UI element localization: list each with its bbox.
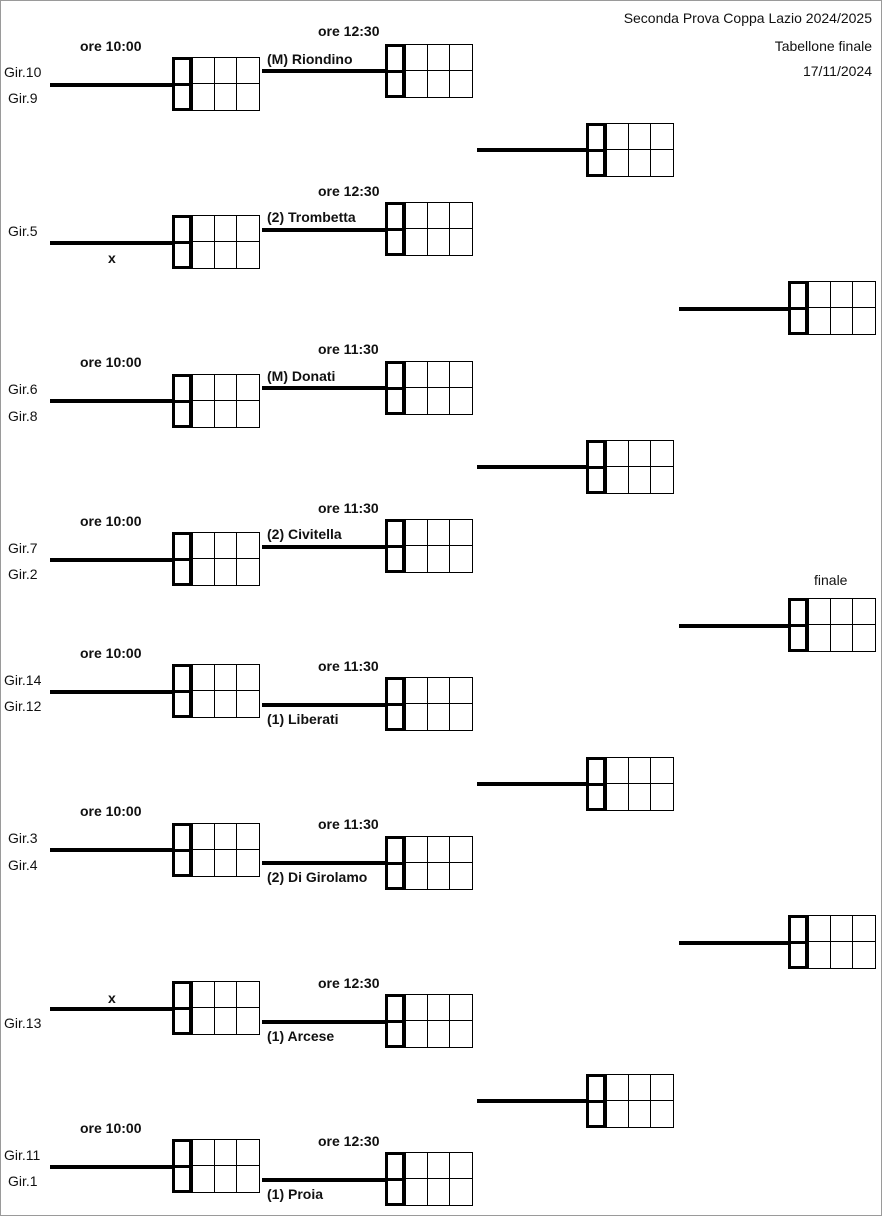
bracket-line: [50, 558, 172, 562]
bracket-line: [262, 69, 386, 73]
seeded-player: (M) Donati: [267, 368, 336, 384]
bracket-line: [262, 1020, 386, 1024]
bracket-line: [477, 148, 587, 152]
score-box: [172, 1139, 260, 1193]
bracket-line: [50, 690, 172, 694]
player-slot: Gir.13: [4, 1015, 42, 1031]
score-box: [586, 757, 674, 811]
final-label: finale: [814, 572, 848, 588]
match-time: ore 10:00: [80, 1120, 142, 1136]
score-box: [586, 123, 674, 177]
bracket-line: [262, 1178, 386, 1182]
score-box: [586, 440, 674, 494]
bracket-line: [262, 386, 386, 390]
final-score-box: [788, 598, 876, 652]
match-time: ore 10:00: [80, 645, 142, 661]
player-slot: Gir.10: [4, 64, 42, 80]
bracket-line: [679, 941, 789, 945]
score-box: [788, 281, 876, 335]
seeded-player: (1) Liberati: [267, 711, 339, 727]
score-box: [172, 57, 260, 111]
match-time: ore 11:30: [318, 658, 379, 674]
seeded-player: (1) Proia: [267, 1186, 324, 1202]
seeded-player: (2) Di Girolamo: [267, 869, 368, 885]
match-time: ore 12:30: [318, 1133, 380, 1149]
bye-mark: x: [108, 990, 116, 1006]
score-box: [385, 361, 473, 415]
score-box: [788, 915, 876, 969]
bye-mark: x: [108, 250, 116, 266]
match-time: ore 10:00: [80, 803, 142, 819]
score-box: [385, 994, 473, 1048]
score-box: [385, 1152, 473, 1206]
player-slot: Gir.1: [8, 1173, 38, 1189]
bracket-line: [262, 861, 386, 865]
player-slot: Gir.14: [4, 672, 42, 688]
player-slot: Gir.7: [8, 540, 38, 556]
player-slot: Gir.11: [4, 1147, 41, 1163]
bracket-line: [50, 241, 172, 245]
match-time: ore 12:30: [318, 183, 380, 199]
match-time: ore 10:00: [80, 38, 142, 54]
bracket-line: [477, 1099, 587, 1103]
score-box: [172, 215, 260, 269]
bracket-line: [477, 465, 587, 469]
match-time: ore 12:30: [318, 975, 380, 991]
player-slot: Gir.9: [8, 90, 38, 106]
bracket-line: [50, 1165, 172, 1169]
score-box: [385, 202, 473, 256]
bracket-line: [50, 399, 172, 403]
player-slot: Gir.3: [8, 830, 38, 846]
seeded-player: (2) Trombetta: [267, 209, 356, 225]
player-slot: Gir.2: [8, 566, 38, 582]
score-box: [172, 664, 260, 718]
bracket-line: [679, 307, 789, 311]
match-time: ore 11:30: [318, 341, 379, 357]
event-title: Seconda Prova Coppa Lazio 2024/2025: [623, 10, 872, 26]
bracket-line: [262, 703, 386, 707]
player-slot: Gir.5: [8, 223, 38, 239]
score-box: [172, 981, 260, 1035]
match-time: ore 10:00: [80, 354, 142, 370]
seeded-player: (2) Civitella: [267, 526, 342, 542]
score-box: [172, 823, 260, 877]
bracket-line: [477, 782, 587, 786]
score-box: [385, 677, 473, 731]
bracket-line: [262, 545, 386, 549]
player-slot: Gir.6: [8, 381, 38, 397]
player-slot: Gir.4: [8, 857, 38, 873]
seeded-player: (1) Arcese: [267, 1028, 335, 1044]
event-date: 17/11/2024: [802, 63, 872, 79]
score-box: [385, 836, 473, 890]
bracket-line: [50, 83, 172, 87]
seeded-player: (M) Riondino: [267, 51, 353, 67]
bracket-line: [50, 1007, 172, 1011]
bracket-line: [50, 848, 172, 852]
score-box: [385, 519, 473, 573]
score-box: [172, 532, 260, 586]
match-time: ore 10:00: [80, 513, 142, 529]
score-box: [385, 44, 473, 98]
bracket-line: [262, 228, 386, 232]
bracket-subtitle: Tabellone finale: [774, 38, 872, 54]
player-slot: Gir.8: [8, 408, 38, 424]
bracket-line: [679, 624, 789, 628]
score-box: [586, 1074, 674, 1128]
score-box: [172, 374, 260, 428]
match-time: ore 11:30: [318, 816, 379, 832]
match-time: ore 11:30: [318, 500, 379, 516]
match-time: ore 12:30: [318, 23, 380, 39]
player-slot: Gir.12: [4, 698, 42, 714]
